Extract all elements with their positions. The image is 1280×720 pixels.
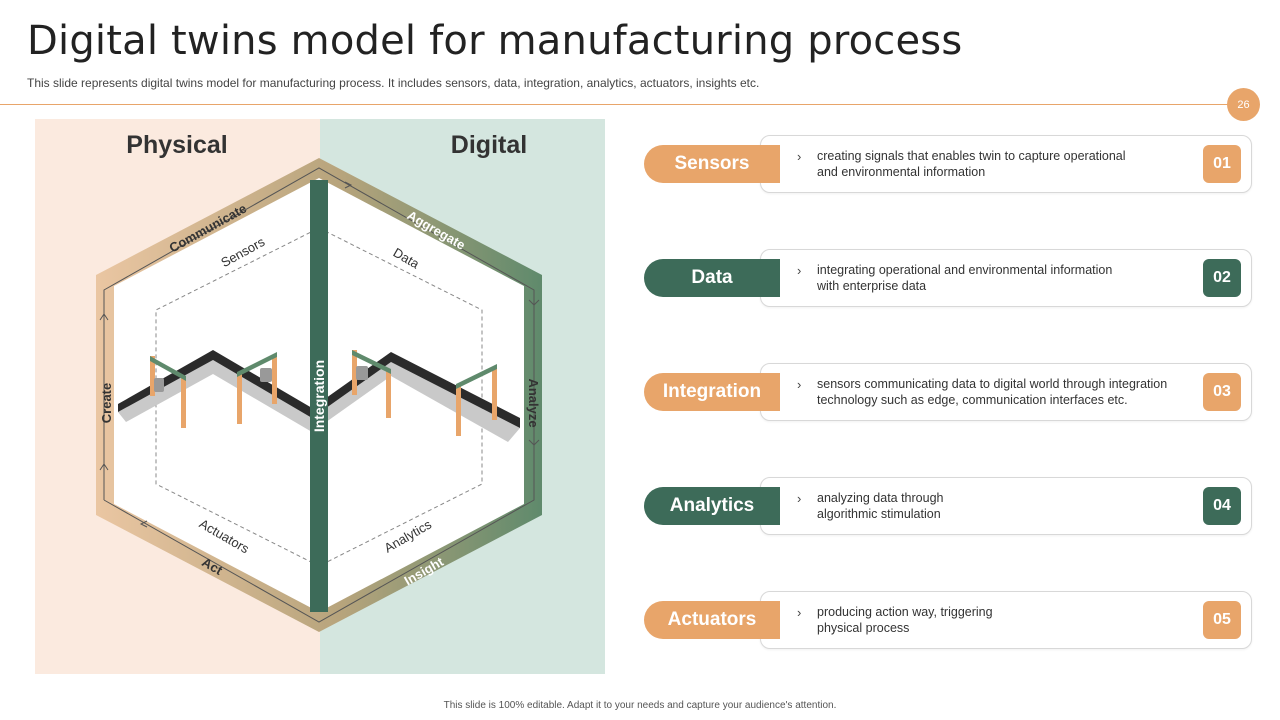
item-number: 05	[1203, 601, 1241, 639]
item-label: Integration	[644, 373, 780, 411]
label-integration: Integration	[311, 360, 327, 432]
item-description: sensors communicating data to digital wo…	[817, 377, 1168, 407]
label-analyze: Analyze	[526, 378, 541, 427]
item-card: › analyzing data through algorithmic stim…	[760, 477, 1252, 535]
chevron-right-icon: ›	[797, 149, 802, 164]
ring-arrows	[99, 167, 540, 623]
chevron-right-icon: ›	[797, 377, 802, 392]
item-label: Analytics	[644, 487, 780, 525]
item-number: 03	[1203, 373, 1241, 411]
header-divider	[0, 104, 1232, 105]
item-card: › creating signals that enables twin to c…	[760, 135, 1252, 193]
item-row: › integrating operational and environment…	[644, 249, 1252, 307]
digital-twin-diagram: Physical Digital Communicate Aggregate C…	[35, 119, 605, 674]
page-number-badge: 26	[1227, 88, 1260, 121]
item-row: › creating signals that enables twin to c…	[644, 135, 1252, 193]
item-description: producing action way, triggering physica…	[817, 605, 993, 635]
chevron-right-icon: ›	[797, 605, 802, 620]
item-label: Actuators	[644, 601, 780, 639]
item-label: Data	[644, 259, 780, 297]
item-description: creating signals that enables twin to ca…	[817, 149, 1126, 179]
label-create: Create	[99, 383, 114, 423]
chevron-right-icon: ›	[797, 263, 802, 278]
physical-label: Physical	[126, 131, 227, 159]
item-row: › analyzing data through algorithmic stim…	[644, 477, 1252, 535]
item-card: › integrating operational and environment…	[760, 249, 1252, 307]
item-label: Sensors	[644, 145, 780, 183]
integration-bar	[310, 180, 328, 612]
digital-label: Digital	[451, 131, 527, 159]
item-number: 02	[1203, 259, 1241, 297]
item-description: integrating operational and environmenta…	[817, 263, 1113, 293]
inner-dashed-hexagon	[155, 227, 483, 567]
item-number: 04	[1203, 487, 1241, 525]
item-card: › producing action way, triggering physic…	[760, 591, 1252, 649]
footer-note: This slide is 100% editable. Adapt it to…	[443, 700, 837, 711]
chevron-right-icon: ›	[797, 491, 802, 506]
conveyor-illustration	[118, 350, 520, 442]
item-row: › sensors communicating data to digital w…	[644, 363, 1252, 421]
item-row: › producing action way, triggering physic…	[644, 591, 1252, 649]
item-card: › sensors communicating data to digital w…	[760, 363, 1252, 421]
item-description: analyzing data through algorithmic stimu…	[817, 491, 944, 521]
page-subtitle: This slide represents digital twins mode…	[27, 76, 760, 90]
item-number: 01	[1203, 145, 1241, 183]
page-title: Digital twins model for manufacturing pr…	[27, 18, 963, 64]
